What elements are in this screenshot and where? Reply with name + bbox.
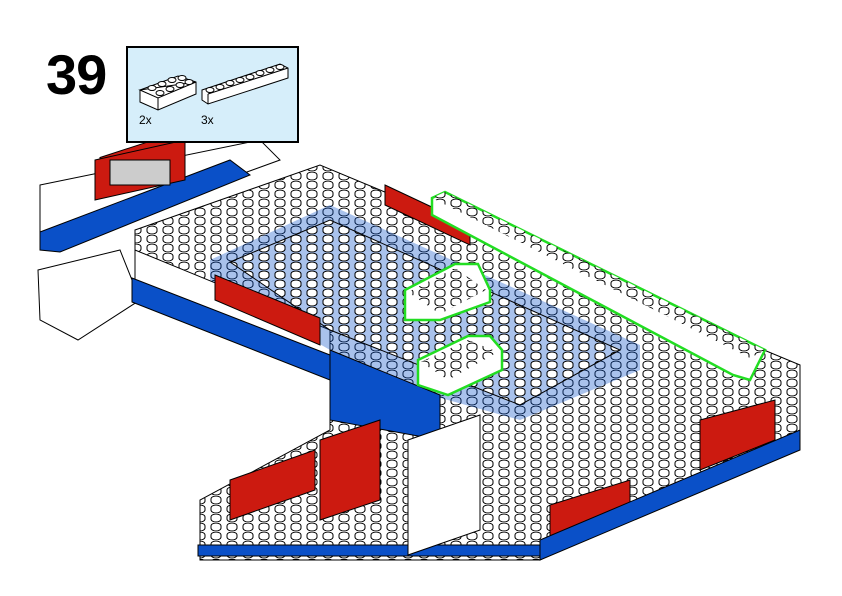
- red-window-row: [214, 274, 321, 346]
- brick-2x4-quantity: 2x: [139, 113, 152, 127]
- brick-1x8-icon: [201, 63, 289, 105]
- back-left-blue: [39, 159, 252, 253]
- parts-list-callout: 2x 3x: [126, 46, 299, 143]
- red-window-front: [319, 419, 381, 521]
- new-brick-1x8-highlight: [430, 190, 767, 382]
- red-window-right: [699, 399, 776, 471]
- brick-2x4-icon: [138, 75, 197, 111]
- red-window-front2: [229, 449, 316, 521]
- center-stack: [407, 414, 481, 556]
- new-brick-2x4-highlight-top: [403, 262, 492, 322]
- step-number: 39: [46, 43, 107, 106]
- front-blue-band: [197, 544, 541, 557]
- base-plate: [37, 249, 141, 341]
- new-brick-2x4-highlight-bottom: [416, 334, 504, 397]
- window-glass: [109, 159, 171, 186]
- brick-1x8-quantity: 3x: [201, 113, 214, 127]
